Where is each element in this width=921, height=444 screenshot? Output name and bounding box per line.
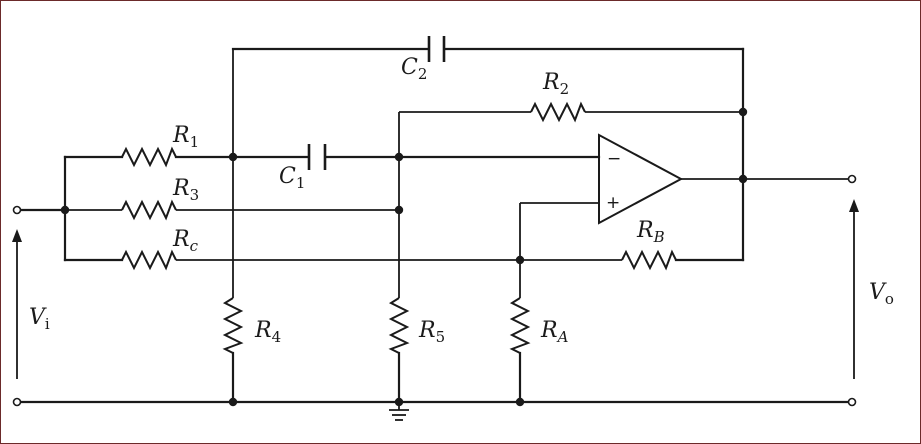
resistor-ra — [509, 297, 531, 354]
junction-ground-r5 — [394, 397, 404, 407]
junction-ground-ra — [515, 397, 525, 407]
resistor-r2 — [530, 101, 586, 123]
op-amp-minus-sign: − — [607, 149, 621, 169]
output-terminal — [847, 174, 857, 184]
voltage-arrows — [12, 199, 859, 379]
junctions — [60, 107, 748, 407]
label-rc: Rc — [172, 227, 199, 255]
output-ground-terminal — [847, 397, 857, 407]
capacitor-c1 — [307, 144, 327, 170]
junction-inverting — [394, 152, 404, 162]
label-rb: RB — [636, 218, 665, 246]
label-r5: R5 — [418, 318, 445, 346]
label-r1: R1 — [172, 123, 199, 151]
label-vo: Vo — [869, 280, 894, 308]
op-amp-plus-sign: + — [606, 193, 620, 213]
op-amp: − + — [598, 133, 684, 225]
junction-input — [60, 205, 70, 215]
terminals — [12, 174, 857, 407]
junction-r2-output — [738, 107, 748, 117]
capacitor-c2 — [427, 36, 446, 62]
junction-ground-r4 — [228, 397, 238, 407]
resistor-rc — [121, 249, 177, 271]
labels: R1 R3 Rc C1 C2 R2 RB R4 R5 RA Vi — [29, 55, 894, 346]
label-c1: C1 — [279, 164, 305, 192]
resistor-r1 — [121, 146, 177, 168]
vi-arrow-head-icon — [12, 229, 22, 242]
resistor-rb — [621, 249, 677, 271]
junction-r3-node — [394, 205, 404, 215]
resistor-r3 — [121, 199, 177, 221]
label-vi: Vi — [29, 305, 50, 333]
label-r4: R4 — [254, 318, 281, 346]
resistor-r5 — [388, 297, 410, 354]
input-terminal — [12, 205, 22, 215]
input-ground-terminal — [12, 397, 22, 407]
resistors — [121, 101, 677, 354]
vo-arrow-head-icon — [849, 199, 859, 212]
label-r2: R2 — [542, 70, 569, 98]
op-amp-triangle — [598, 133, 684, 225]
label-r3: R3 — [172, 176, 199, 204]
label-ra: RA — [540, 318, 569, 346]
capacitors — [307, 36, 446, 170]
wires — [18, 47, 851, 404]
junction-node-a — [228, 152, 238, 162]
junction-output — [738, 174, 748, 184]
junction-plus-node — [515, 255, 525, 265]
label-c2: C2 — [401, 55, 427, 83]
resistor-r4 — [222, 297, 244, 354]
